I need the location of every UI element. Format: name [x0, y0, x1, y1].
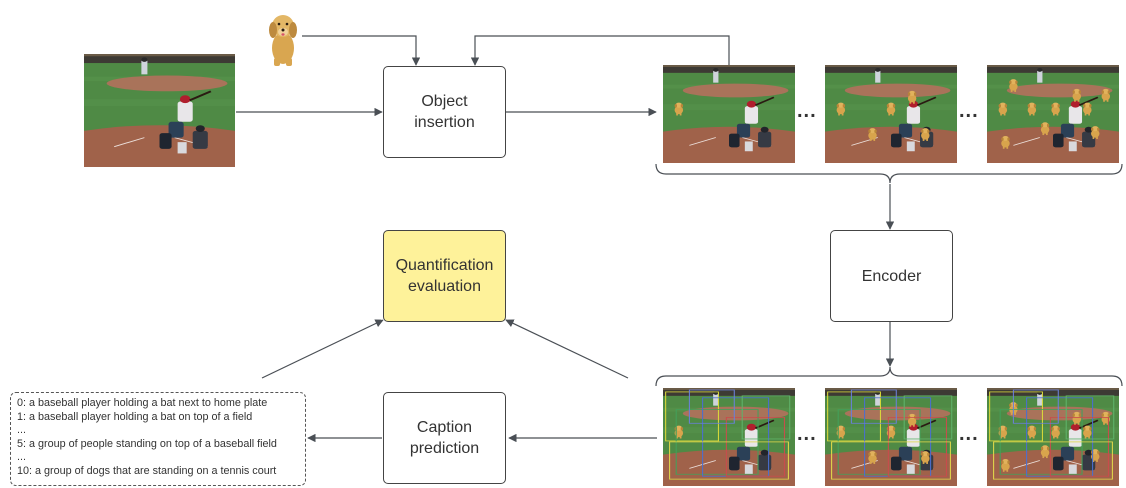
arrow-puppy-to-insertion [302, 35, 421, 66]
ellipsis-bottom-1: ... [797, 423, 817, 445]
encoded-image-2 [825, 388, 957, 486]
caption-line: 10: a group of dogs that are standing on… [17, 464, 277, 477]
object-insertion-box: Object insertion [383, 66, 506, 158]
quantification-evaluation-label: Quantification evaluation [395, 257, 494, 295]
arrow-list-to-evaluation [261, 319, 384, 379]
encoded-image-1 [663, 388, 795, 486]
caption-line: 0: a baseball player holding a bat next … [17, 397, 268, 409]
variant-image-2 [825, 65, 957, 163]
caption-line: ... [17, 451, 26, 463]
encoded-image-3 [987, 388, 1119, 486]
puppy-image [269, 15, 297, 66]
caption-line: 1: a baseball player holding a bat on to… [17, 410, 253, 423]
arrow-images-to-evaluation [505, 319, 629, 379]
caption-prediction-box: Caption prediction [383, 392, 506, 484]
bottom-brace [655, 366, 1123, 387]
caption-line: ... [17, 424, 26, 436]
variant-image-1 [663, 65, 795, 163]
variant-image-3 [987, 65, 1119, 163]
arrow-feedback-loop [470, 35, 730, 66]
encoder-box: Encoder [830, 230, 953, 322]
source-photo [84, 54, 235, 167]
top-brace [655, 163, 1123, 184]
ellipsis-top-2: ... [959, 100, 979, 122]
encoder-label: Encoder [861, 267, 922, 285]
object-insertion-label: Object insertion [414, 93, 475, 131]
caption-list: 0: a baseball player holding a bat next … [10, 392, 306, 486]
caption-line: 5: a group of people standing on top of … [17, 437, 277, 450]
caption-prediction-label: Caption prediction [409, 419, 480, 457]
ellipsis-top-1: ... [797, 100, 817, 122]
ellipsis-bottom-2: ... [959, 423, 979, 445]
quantification-evaluation-box: Quantification evaluation [383, 230, 506, 322]
